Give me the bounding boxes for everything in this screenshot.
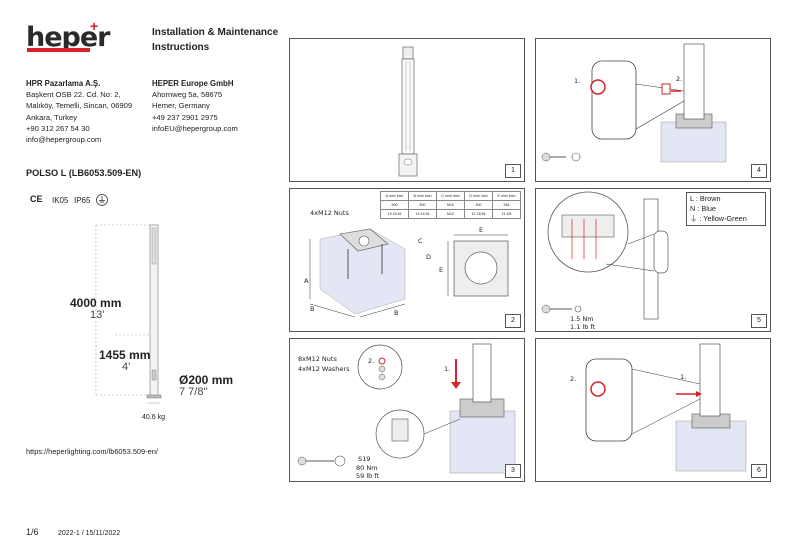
table-cell: 19 11/16 [408,209,437,219]
washers-label: 4xM12 Washers [298,365,350,373]
phone-text: +90 312 267 54 30 [26,123,90,133]
door-refit-illustration [585,343,747,472]
tool-size: S19 [358,455,371,463]
ground-symbol-icon [96,194,108,206]
table-header: E mm/ inch [492,191,521,201]
nuts-label: 8xM12 Nuts [298,355,337,363]
table-cell: 500 [380,200,409,210]
step-panel-1: 1 [289,38,525,182]
step-number: 4 [751,164,767,178]
email-text: info@hepergroup.com [26,135,102,145]
foundation-dimensions-illustration [309,228,509,318]
door-height-ft: 4' [122,361,131,373]
table-cell: M12 [436,200,465,210]
dim-label-a: A [304,277,309,285]
step-number: 2 [505,314,521,328]
dim-label-b: B [310,305,315,313]
company-eu-name: HEPER Europe GmbH [152,79,234,88]
step-label: 1. [680,373,687,381]
step-number: 5 [751,314,767,328]
product-title: POLSO L (LB6053.509-EN) [26,168,142,178]
legend-item-neutral: N : Blue [690,204,716,213]
product-url-link[interactable]: https://heperlighting.com/lb6053.509-en/ [26,447,158,456]
step-label: 2. [570,375,577,383]
version-date: 2022-1 / 15/11/2022 [58,530,121,537]
legend-item-live: L : Brown [690,194,721,203]
height-ft: 13' [90,309,105,321]
company-tr-name: HPR Pazarlama A.Ş. [26,79,101,88]
mounting-illustration [297,343,516,474]
dimension-table: A mm/ inch B mm/ inch C mm/ inch D mm/ i… [380,191,521,219]
pole-dimension-drawing [95,224,162,404]
dim-label-e: E [479,226,484,234]
logo-underline [27,48,90,52]
ik-rating: IK05 [52,196,69,205]
door-removal-illustration [541,43,727,163]
email-text: infoEU@hepergroup.com [152,123,238,133]
address-line: Ankara, Turkey [26,112,78,122]
company-eu-address: HEPER Europe GmbH Ahornweg 5a, 58675 Hem… [152,78,238,134]
document-title: Installation & Maintenance Instructions [152,25,278,55]
logo-plus-icon: + [90,18,99,34]
heper-logo: heper [26,22,110,53]
company-tr-address: HPR Pazarlama A.Ş. Başkent OSB 22. Cd. N… [26,78,132,145]
step-number: 3 [505,464,521,478]
step-label: 1. [444,365,451,373]
step-panel-5: L : Brown N : Blue ⏚ : Yellow-Green 1.5 … [535,188,771,332]
step-number: 1 [505,164,521,178]
table-header: C mm/ inch [436,191,465,201]
step-label: 2. [368,357,375,365]
table-header: A mm/ inch [380,191,409,201]
ip-rating: IP65 [74,196,91,205]
table-header: D mm/ inch [464,191,493,201]
step-panel-6: 2. 1. 6 [535,338,771,482]
address-line: Başkent OSB 22. Cd. No: 2, [26,90,121,100]
legend-item-ground: ⏚ : Yellow-Green [690,214,747,223]
address-line: Malıköy, Temelli, Sincan, 06909 [26,101,133,111]
page-number: 1/6 [26,527,39,537]
torque-nm: 1.5 Nm [570,315,594,323]
height-mm: 4000 mm [70,296,122,310]
pole-overview-illustration [398,46,418,177]
table-cell: 11 1/8 [492,209,521,219]
address-line: Hemer, Germany [152,101,210,111]
diameter-in: 7 7/8'' [179,386,208,398]
table-header: B mm/ inch [408,191,437,201]
wire-color-legend: L : Brown N : Blue ⏚ : Yellow-Green [686,192,766,226]
ce-mark-icon: CE [30,194,43,204]
title-line-1: Installation & Maintenance [152,27,279,38]
torque-lbft: 59 lb ft [356,472,380,480]
table-cell: 500 [408,200,437,210]
step-panel-3: 8xM12 Nuts 4xM12 Washers 2. 1. S19 80 Nm… [289,338,525,482]
dim-label-c: C [418,237,423,245]
table-cell: 19 11/16 [380,209,409,219]
table-cell: M12 [436,209,465,219]
door-height-mm: 1455 mm [99,348,151,362]
table-cell: 300 [464,200,493,210]
step-label: 2. [676,75,683,83]
torque-lbft: 1.1 lb ft [570,323,596,331]
title-line-2: Instructions [152,42,210,53]
diameter-mm: Ø200 mm [179,373,234,387]
weight-text: 40.6 kg [142,414,165,421]
step-label: 1. [574,77,581,85]
torque-nm: 80 Nm [356,464,378,472]
dim-label-d: D [426,253,432,261]
dim-label-b: B [394,309,399,317]
dim-label-e: E [439,266,444,274]
nuts-label: 4xM12 Nuts [310,209,349,217]
address-line: Ahornweg 5a, 58675 [152,90,223,100]
wiring-illustration [541,191,669,320]
step-panel-4: 1. 2. 4 [535,38,771,182]
table-cell: 284 [492,200,521,210]
step-panel-2: 4xM12 Nuts A mm/ inch B mm/ inch C mm/ i… [289,188,525,332]
step-number: 6 [751,464,767,478]
table-cell: 11 13/16 [464,209,493,219]
phone-text: +49 237 2901 2975 [152,112,218,122]
